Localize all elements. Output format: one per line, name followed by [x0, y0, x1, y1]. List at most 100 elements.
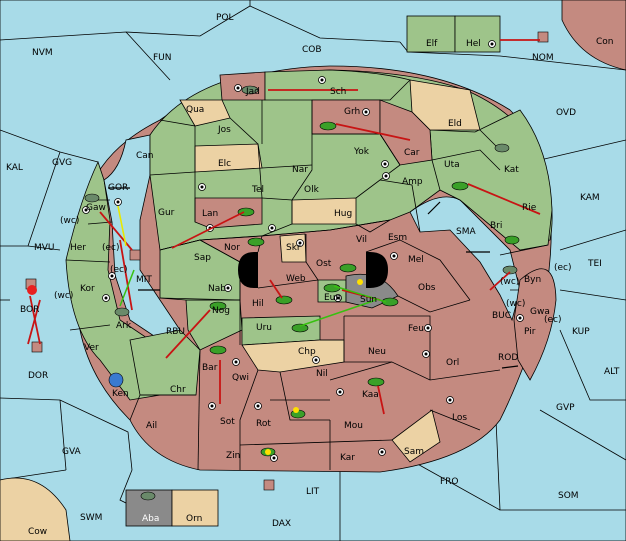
- fleet-unit-icon[interactable]: [129, 249, 141, 261]
- label-hug: Hug: [334, 209, 352, 219]
- territory-borders: [65, 100, 552, 471]
- army-unit-icon[interactable]: [114, 307, 130, 317]
- explosion-icon: [27, 285, 37, 295]
- army-unit-icon[interactable]: [323, 283, 341, 293]
- army-unit-icon[interactable]: [319, 121, 337, 131]
- support-line: [333, 285, 387, 303]
- move-arrow: [489, 271, 511, 291]
- label-uru: Uru: [256, 323, 272, 333]
- army-unit-icon[interactable]: [381, 297, 399, 307]
- label-gor: GOR: [108, 183, 128, 193]
- army-unit-icon[interactable]: [451, 181, 469, 191]
- fleet-unit-icon[interactable]: [31, 341, 43, 353]
- label-yok: Yok: [353, 147, 370, 157]
- label-sam: Sam: [404, 447, 424, 457]
- supply-center-icon: [378, 448, 386, 456]
- move-arrow: [119, 239, 133, 311]
- supply-center-icon: [268, 224, 276, 232]
- label-gur: Gur: [158, 208, 175, 218]
- label-sch: Sch: [330, 87, 346, 97]
- support-line: [299, 299, 377, 327]
- territory-chr[interactable]: [129, 329, 201, 396]
- label-uta: Uta: [444, 160, 460, 170]
- label-gwa: Gwa: [530, 307, 550, 317]
- label-esm: Esm: [388, 233, 407, 243]
- army-unit-icon[interactable]: [140, 491, 156, 501]
- support-line: [119, 269, 135, 307]
- label-sun: Sun: [360, 295, 377, 305]
- label-mou: Mou: [344, 421, 363, 431]
- army-unit-icon[interactable]: [339, 263, 357, 273]
- label-orl: Orl: [446, 358, 459, 368]
- label-con: Con: [596, 37, 614, 47]
- army-unit-icon[interactable]: [367, 377, 385, 387]
- army-unit-icon[interactable]: [209, 345, 227, 355]
- supply-center-icon: [516, 314, 524, 322]
- supply-center-icon: [254, 402, 262, 410]
- label-los: Los: [452, 413, 467, 423]
- globe-icon: [108, 372, 124, 388]
- army-unit-icon[interactable]: [209, 301, 227, 311]
- label-jos: Jos: [217, 125, 231, 135]
- label-mvu: MVU: [34, 243, 55, 253]
- army-unit-icon[interactable]: [494, 143, 510, 153]
- army-unit-icon[interactable]: [291, 323, 309, 333]
- move-arrow: [467, 183, 541, 215]
- label-olk: Olk: [304, 185, 320, 195]
- label-obs: Obs: [418, 283, 436, 293]
- label-rie: Rie: [522, 203, 537, 213]
- orders: [27, 39, 541, 415]
- move-arrow: [99, 211, 133, 251]
- supply-center-icon: [82, 206, 90, 214]
- label-chp: Chp: [298, 347, 316, 357]
- label-rot: Rot: [256, 419, 271, 429]
- territory-gwa-pir[interactable]: [513, 268, 557, 381]
- supply-center-icon: [224, 284, 232, 292]
- label-pol: POL: [216, 13, 234, 23]
- supply-center-icon: [296, 239, 304, 247]
- label-mel: Mel: [408, 255, 424, 265]
- territory-east-block[interactable]: [429, 109, 553, 251]
- label-nar: Nar: [292, 165, 308, 175]
- territory-elf[interactable]: [406, 15, 456, 53]
- label-ver: Ver: [84, 343, 99, 353]
- army-unit-icon[interactable]: [84, 193, 100, 203]
- label-qua: Qua: [186, 105, 204, 115]
- label-nor: Nor: [224, 243, 240, 253]
- label-nom: NOM: [532, 53, 554, 63]
- territory-orn[interactable]: [171, 489, 219, 527]
- label-coast: (wc): [506, 299, 525, 309]
- label-ark: Ark: [116, 321, 132, 331]
- army-unit-icon[interactable]: [275, 295, 293, 305]
- territory-eld[interactable]: [409, 79, 481, 131]
- label-hil: Hil: [252, 299, 264, 309]
- label-jad: Jad: [245, 87, 260, 97]
- sea-mit[interactable]: [103, 134, 181, 341]
- label-ken: Ken: [112, 389, 129, 399]
- fleet-unit-icon[interactable]: [263, 479, 275, 491]
- territory-capsule-east: [366, 252, 388, 288]
- label-can: Can: [136, 151, 154, 161]
- move-arrow: [27, 299, 41, 345]
- army-unit-icon[interactable]: [502, 265, 518, 275]
- label-lit: LIT: [306, 487, 320, 497]
- army-unit-icon[interactable]: [241, 85, 259, 95]
- label-nvm: NVM: [32, 48, 53, 58]
- label-gvg: GVG: [52, 158, 72, 168]
- territory-cow[interactable]: [0, 477, 71, 541]
- label-web: Web: [286, 274, 306, 284]
- label-gvp: GVP: [556, 403, 575, 413]
- label-zin: Zin: [226, 451, 240, 461]
- army-unit-icon[interactable]: [504, 235, 520, 245]
- label-alt: ALT: [604, 367, 620, 377]
- army-unit-icon[interactable]: [247, 237, 265, 247]
- move-arrow: [377, 385, 385, 415]
- adjacency-arrow: [501, 365, 519, 369]
- territory-sam[interactable]: [391, 409, 441, 463]
- supply-center-icon: [381, 160, 389, 168]
- move-arrow: [269, 279, 283, 299]
- label-aba: Aba: [142, 514, 159, 524]
- label-feu: Feu: [408, 324, 424, 334]
- fleet-unit-icon[interactable]: [537, 31, 549, 43]
- label-buc: BUC: [492, 311, 511, 321]
